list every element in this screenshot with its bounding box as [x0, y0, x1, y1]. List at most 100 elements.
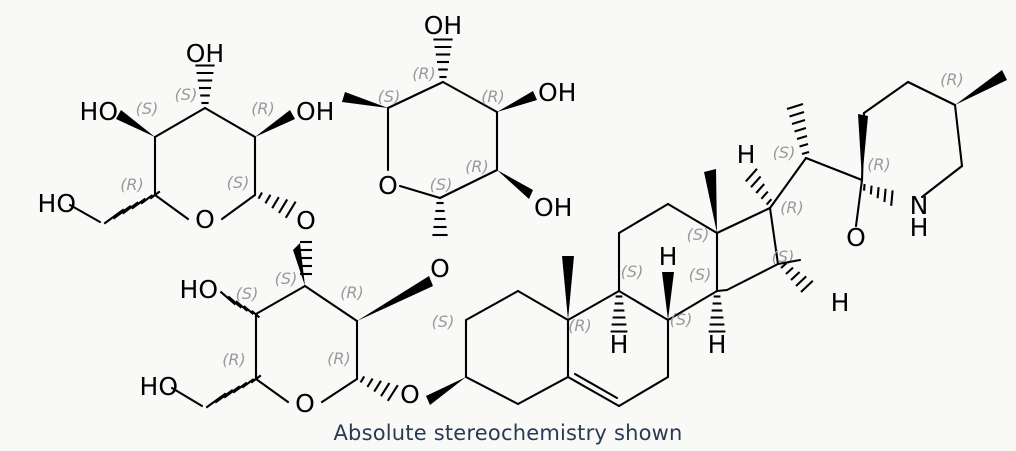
wedge-ster-c18-methyl [704, 169, 717, 233]
bond-c25-c26 [953, 103, 964, 168]
bond-gal-c4-c3 [153, 106, 207, 139]
bond-ster-c8-c9 [617, 289, 670, 322]
wedge-steroid-c3-o [426, 377, 466, 405]
bond-ster-c6-c7 [617, 375, 670, 408]
stereo-glc-c1: (R) [327, 349, 351, 368]
hash-gal-c5-c6 [103, 190, 161, 225]
bond-ster-c11-c12 [617, 202, 670, 235]
bond-ster-c17-c20 [768, 156, 808, 210]
bond-glc-c4-c3 [254, 284, 307, 316]
stereo-spiro-c17: (R) [780, 198, 804, 217]
wedge-rha-c5-methyl [342, 92, 388, 108]
stereo-glc-c3: (S) [275, 269, 298, 288]
bond-rha-c5-c4 [386, 80, 445, 110]
steroid-h-c9-label: H [610, 330, 629, 359]
stereo-rha-c5: (S) [378, 87, 401, 106]
steroid-h-c8-label: H [659, 242, 678, 271]
steroid-h-c14-label: H [708, 330, 727, 359]
bond-glc-c3-c2 [303, 284, 359, 323]
hash-c16-h [780, 262, 814, 293]
bond-ster-c4-c3 [464, 375, 520, 406]
stereo-ster-c9: (S) [621, 262, 644, 281]
stereo-ster-c10: (R) [568, 316, 592, 335]
wedge-c22-c23-bold [858, 114, 868, 180]
bond-rha-c1-o [398, 184, 442, 200]
bond-glc-c1-o [320, 377, 359, 404]
galactose-ho-c4-label: HO [80, 97, 118, 126]
stereo-ster-c8: (S) [670, 310, 693, 329]
steroid-d-ring: (R) (S) [715, 198, 804, 293]
hash-ster-c9-h [610, 295, 628, 333]
bond-ster-c2-c1 [464, 289, 520, 322]
bond-ster-c15-c14 [715, 288, 729, 293]
spiro-ring-system: O H H N H (S) (R) (R) [737, 70, 1007, 317]
bond-glc-c6-ho [170, 386, 204, 408]
bond-rha-c4-c3 [441, 80, 499, 114]
spiro-h-c17-label: H [737, 140, 756, 169]
bond-ster-c16-c15 [725, 262, 780, 292]
stereo-ster-c13: (S) [687, 225, 710, 244]
galactose-anomeric-o-label: O [296, 206, 316, 235]
wedge-rha-c2-oh [497, 170, 533, 199]
glucose-ring-o-label: O [295, 389, 315, 418]
stereo-glc-c2: (R) [340, 283, 364, 302]
furan-ring-o-label: O [846, 223, 866, 252]
bond-c26-n [920, 164, 964, 199]
stereo-rha-c1: (S) [430, 175, 453, 194]
wedge-gal-c2-oh [255, 110, 295, 137]
bond-ster-c14-c8 [666, 289, 719, 322]
bond-rha-c2-c1 [438, 168, 499, 200]
bond-ster-c1-c10 [516, 289, 570, 322]
hash-ster-c14-h [708, 295, 726, 333]
bond-gal-c1-o [220, 193, 257, 221]
bond-glc-o-c5 [254, 377, 290, 404]
stereo-ster-c3: (S) [432, 312, 455, 331]
wedge-glc-c3-o-gal [293, 243, 305, 286]
stereo-spiro-c20: (S) [773, 143, 796, 162]
wedge-ster-c19-methyl [562, 256, 574, 320]
galactose-oh-c2-label: OH [296, 97, 334, 126]
stereo-glc-c4: (S) [236, 284, 259, 303]
bond-ster-c9-c10 [566, 289, 621, 322]
bond-c23-c24 [862, 80, 910, 115]
bond-ster-c17-c16 [768, 206, 780, 266]
bond-ster-c5-c6 [566, 375, 621, 408]
wedge-c25-methyl [955, 70, 1007, 105]
rhamnose-oh-c4-label: OH [534, 193, 572, 222]
galactose-ring-o-label: O [195, 205, 215, 234]
hash-glc-c4-ho [219, 290, 261, 319]
stereo-spiro-c22: (R) [867, 155, 891, 174]
bond-c22-o [854, 178, 864, 228]
hash-glc-c5-c6 [205, 374, 262, 409]
stereo-glc-c5: (R) [222, 350, 246, 369]
wedge-gal-c4-oh [116, 110, 155, 137]
piperidine-nh-h-label: H [910, 213, 929, 242]
stereo-ster-c14: (S) [689, 265, 712, 284]
hash-c22-n [862, 183, 894, 206]
glucose-ring: HO HO O O (S) (S) (R) (R) (R) [140, 243, 420, 418]
bond-gal-c3-c2 [203, 106, 257, 139]
bond-ster-c5-c4 [516, 375, 570, 406]
galactose-ho-c6-label: HO [38, 189, 76, 218]
piperidine-n-label: N [910, 191, 929, 220]
hash-c20-methyl [786, 102, 810, 156]
rhamnose-anomeric-o-label: O [430, 254, 450, 283]
bond-ster-c13-c17 [715, 206, 772, 235]
steroid-core: H H H (S) (R) (S) (S) (S) (S) [432, 169, 727, 408]
hash-rha-c1-o [432, 201, 448, 237]
stereo-gal-c1: (S) [227, 173, 250, 192]
stereo-rha-c2: (R) [465, 157, 489, 176]
hash-gal-c1-o [257, 191, 297, 219]
rhamnose-ring: OH OH OH O O (S) (R) (R) (R) (S) [342, 11, 576, 283]
bond-ster-c5-c6-double [573, 372, 619, 400]
hash-c17-h [745, 168, 773, 206]
bond-ster-c12-c13 [666, 202, 719, 235]
rhamnose-oh-c2-label: OH [538, 78, 576, 107]
stereo-rha-c3: (R) [481, 87, 505, 106]
galactose-ring: HO HO OH OH O O (S) (S) (R) (R) (S) [38, 39, 335, 235]
stereo-gal-c2: (R) [251, 99, 275, 118]
galactose-oh-c3-label: OH [186, 39, 224, 68]
stereo-pip-c25: (R) [940, 70, 964, 89]
wedge-rha-c3-oh [497, 91, 537, 112]
